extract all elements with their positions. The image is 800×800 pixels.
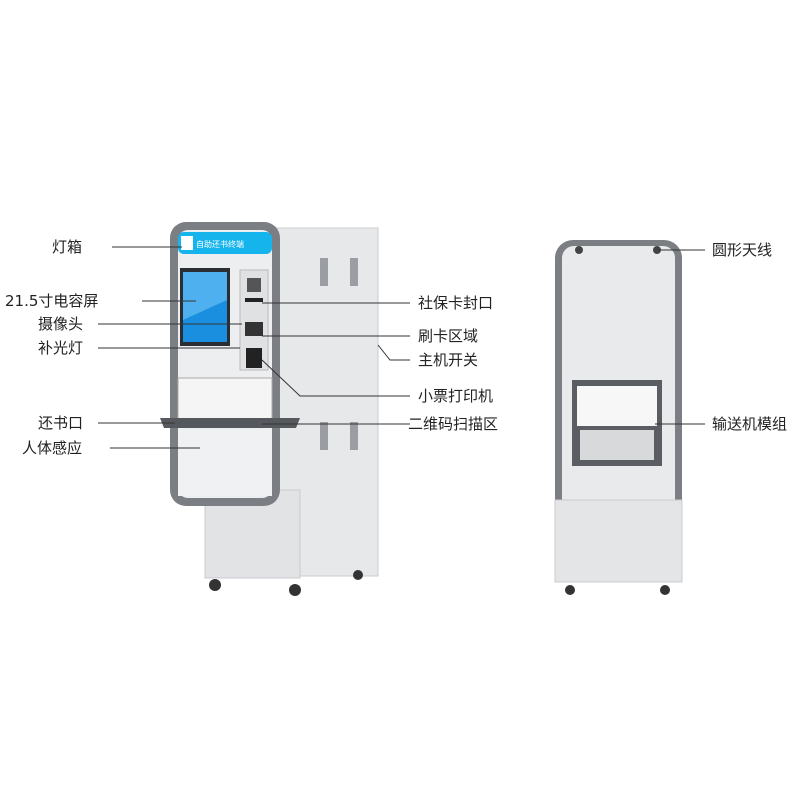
label-return-slot: 还书口 [38, 414, 84, 432]
label-lightbox: 灯箱 [52, 238, 83, 256]
label-card-slot: 社保卡封口 [418, 294, 494, 312]
label-camera: 摄像头 [38, 315, 84, 333]
label-antenna: 圆形天线 [712, 241, 773, 259]
label-receipt-printer: 小票打印机 [418, 387, 494, 405]
kiosk-sign: 自助还书终端 [196, 239, 244, 249]
leader-lines [98, 246, 705, 449]
label-body-sensor: 人体感应 [22, 439, 83, 457]
label-fill-light: 补光灯 [38, 339, 84, 357]
label-card-area: 刷卡区域 [418, 327, 479, 345]
label-power-switch: 主机开关 [418, 351, 479, 369]
label-qr-scan: 二维码扫描区 [408, 415, 499, 433]
front-kiosk: 自助还书终端 [160, 222, 379, 596]
back-kiosk [554, 240, 683, 595]
label-conveyor: 输送机模组 [712, 415, 788, 433]
label-screen: 21.5寸电容屏 [5, 292, 99, 310]
